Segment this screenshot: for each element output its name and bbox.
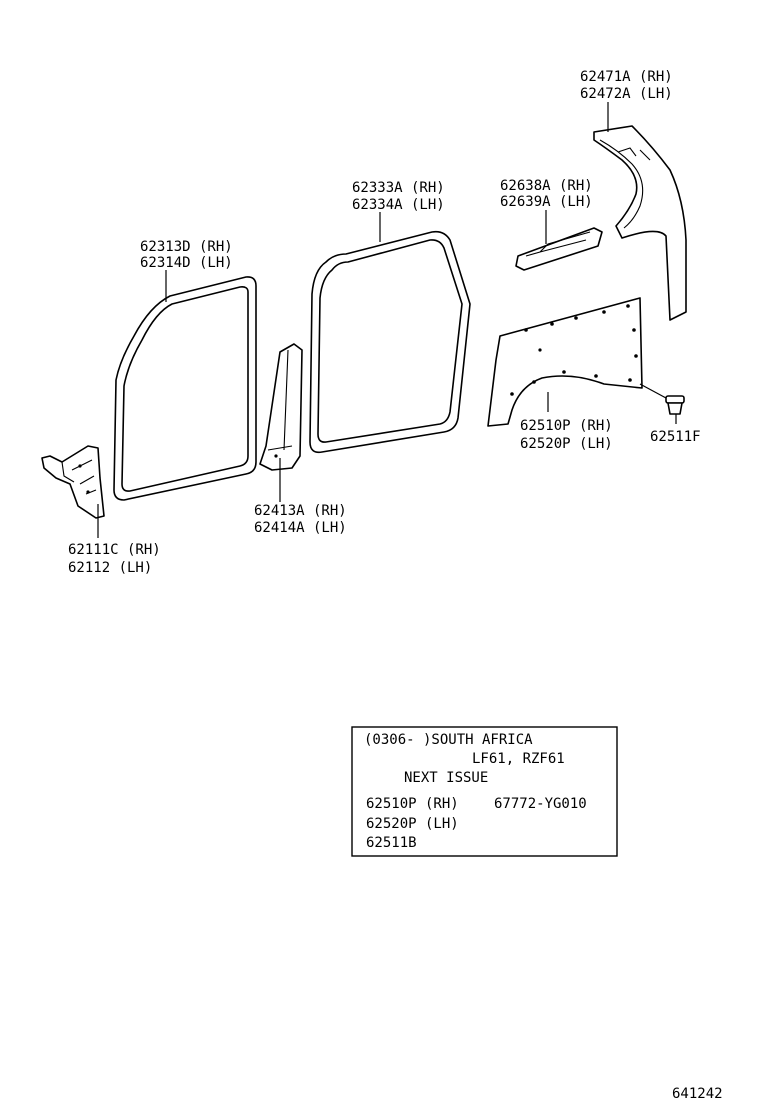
note-line-6: 62511B — [366, 835, 417, 851]
label-62510p: 62510P (RH) — [520, 418, 613, 434]
leader-clip — [639, 383, 667, 399]
note-line-1: (0306- )SOUTH AFRICA — [364, 732, 533, 748]
note-line-5: 62520P (LH) — [366, 816, 459, 832]
rear-side-panel[interactable] — [487, 297, 643, 427]
label-62314d: 62314D (LH) — [140, 255, 233, 271]
label-62511f: 62511F — [650, 429, 701, 445]
label-62471a: 62471A (RH) — [580, 69, 673, 85]
front-door-weatherstrip[interactable] — [113, 276, 257, 501]
note-line-4b: 67772-YG010 — [494, 796, 587, 812]
label-62520p: 62520P (LH) — [520, 436, 613, 452]
label-62111c: 62111C (RH) — [68, 542, 161, 558]
label-62334a: 62334A (LH) — [352, 197, 445, 213]
note-line-3: NEXT ISSUE — [404, 770, 488, 786]
label-62414a: 62414A (LH) — [254, 520, 347, 536]
rear-door-weatherstrip[interactable] — [309, 230, 471, 454]
label-62639a: 62639A (LH) — [500, 194, 593, 210]
label-62313d: 62313D (RH) — [140, 239, 233, 255]
label-62112: 62112 (LH) — [68, 560, 152, 576]
center-pillar-trim[interactable] — [259, 343, 303, 471]
label-62413a: 62413A (RH) — [254, 503, 347, 519]
figure-number: 641242 — [672, 1086, 723, 1102]
quarter-trim-strip[interactable] — [515, 227, 603, 271]
cowl-side-trim[interactable] — [41, 445, 105, 519]
label-62638a: 62638A (RH) — [500, 178, 593, 194]
label-62333a: 62333A (RH) — [352, 180, 445, 196]
note-line-4a: 62510P (RH) — [366, 796, 459, 812]
clip-fastener[interactable] — [665, 395, 685, 415]
upper-quarter-trim[interactable] — [593, 125, 687, 321]
note-box: (0306- )SOUTH AFRICA LF61, RZF61 NEXT IS… — [351, 726, 618, 857]
note-line-2: LF61, RZF61 — [472, 751, 565, 767]
label-62472a: 62472A (LH) — [580, 86, 673, 102]
